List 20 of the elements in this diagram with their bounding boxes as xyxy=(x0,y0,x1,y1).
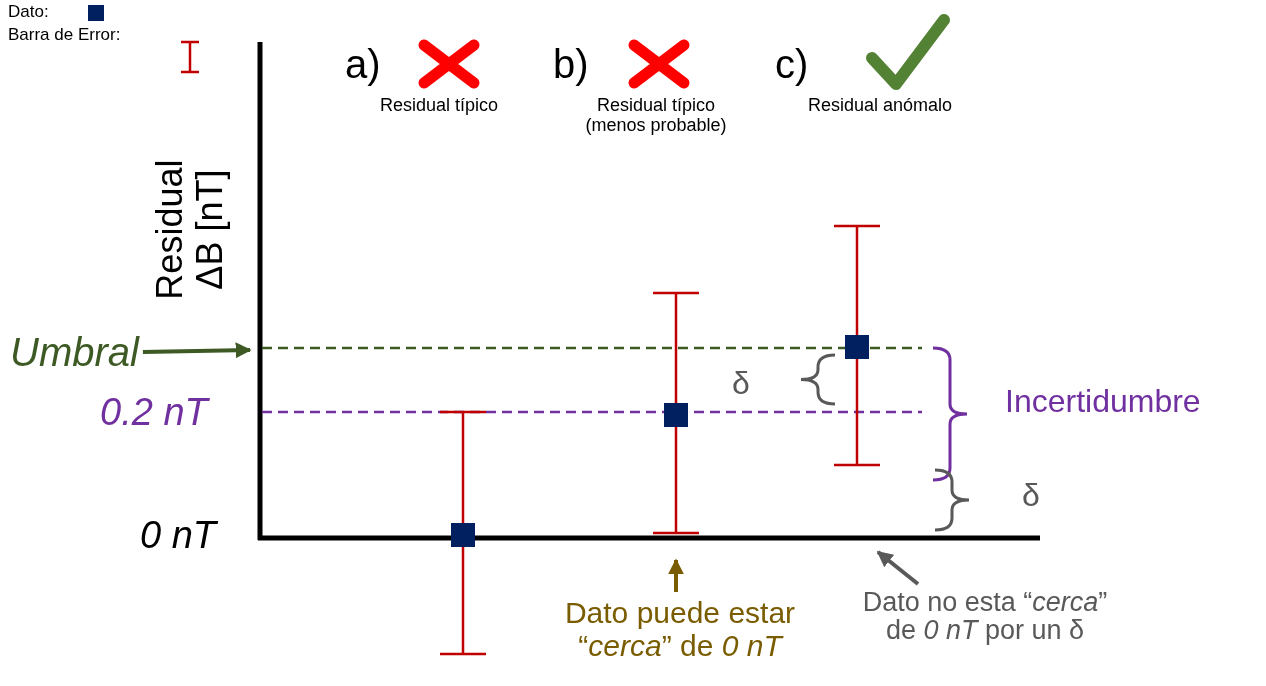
caption-text: Residual típico xyxy=(380,96,499,116)
delta-symbol: δ xyxy=(1022,478,1040,514)
legend-label: Dato: xyxy=(8,3,49,22)
caption-text: Residual anómalo xyxy=(808,96,953,116)
uncertainty-label: Incertidumbre xyxy=(1005,384,1201,420)
annotation-text: Dato puede estar “cerca” de 0 nT xyxy=(530,596,830,662)
caption-text: Residual típico (menos probable) xyxy=(584,96,728,136)
annotation-text: Dato no esta “cerca” de 0 nT por un δ xyxy=(850,588,1120,645)
panel-label: c) xyxy=(775,42,809,86)
panel-label: b) xyxy=(553,42,589,86)
threshold-label: Umbral xyxy=(10,330,139,374)
delta-symbol: δ xyxy=(732,366,750,402)
arrow xyxy=(876,550,920,586)
legend-label: Barra de Error: xyxy=(8,26,121,45)
arrow xyxy=(668,558,684,592)
axis-value: 0 nT xyxy=(140,515,217,557)
panel-label: a) xyxy=(345,42,381,86)
arrow xyxy=(142,342,252,359)
axis-title: Residual ΔB [nT] xyxy=(150,158,230,302)
axis-value: 0.2 nT xyxy=(100,392,208,434)
